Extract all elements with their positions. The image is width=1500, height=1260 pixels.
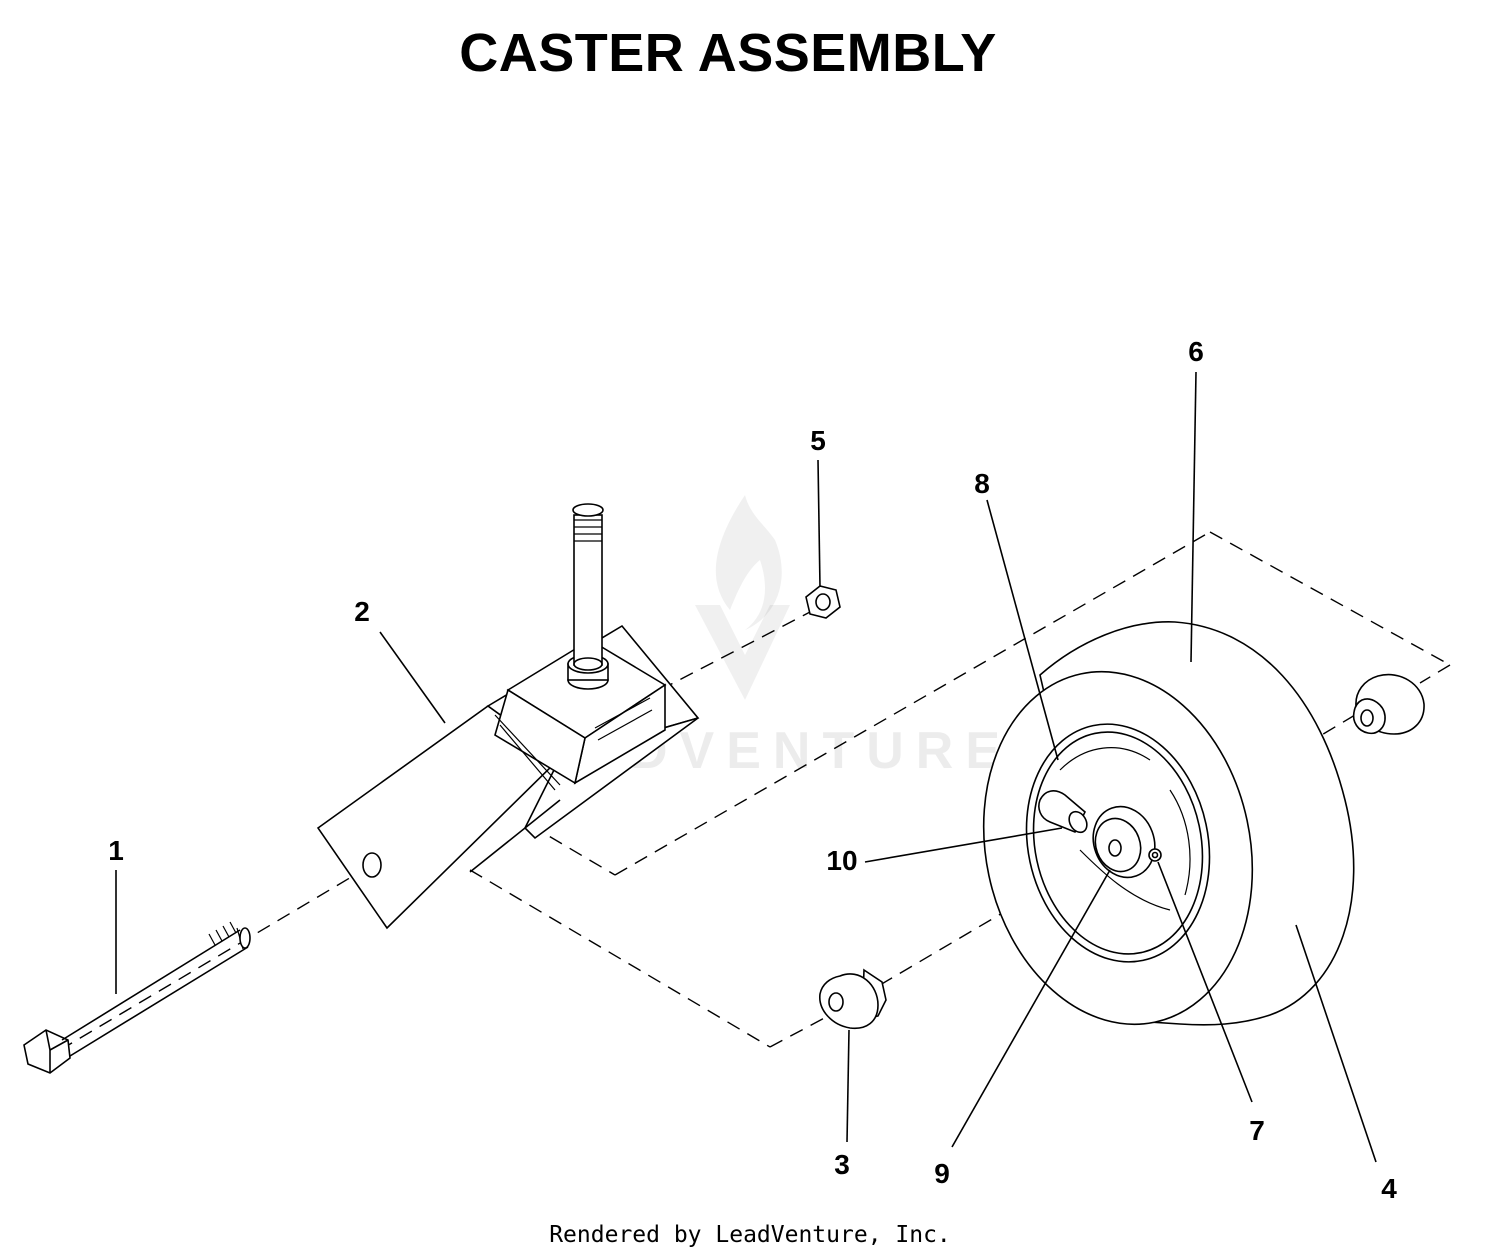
callout-4: 4 <box>1381 1173 1397 1204</box>
callout-10: 10 <box>826 845 857 876</box>
callout-3: 3 <box>834 1149 850 1180</box>
callout-5: 5 <box>810 425 826 456</box>
part-2-caster-fork <box>316 503 700 930</box>
callout-2: 2 <box>354 596 370 627</box>
callout-6: 6 <box>1188 336 1204 367</box>
callout-1: 1 <box>108 835 124 866</box>
part-3-spacer-rear <box>1352 673 1425 735</box>
part-7-fitting <box>1148 848 1162 862</box>
callout-7: 7 <box>1249 1115 1265 1146</box>
part-9-bearing <box>1092 805 1156 879</box>
callout-labels: 1 2 3 4 5 6 7 8 9 10 <box>108 336 1397 1204</box>
callout-9: 9 <box>934 1158 950 1189</box>
part-1-bolt <box>23 921 251 1074</box>
part-5-nut <box>805 585 841 619</box>
leader-lines <box>115 371 1377 1163</box>
part-3-spacer <box>819 968 887 1030</box>
footer-credit: Rendered by LeadVenture, Inc. <box>549 1222 951 1248</box>
diagram-title: CASTER ASSEMBLY <box>459 23 997 83</box>
part-10-grease-fitting <box>1038 790 1088 834</box>
callout-8: 8 <box>974 468 990 499</box>
